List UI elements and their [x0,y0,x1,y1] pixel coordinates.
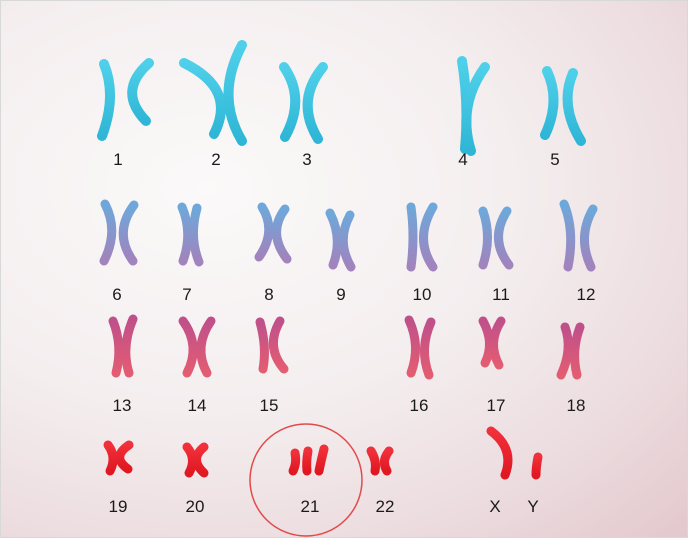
label-5: 5 [550,150,559,169]
label-8: 8 [264,285,273,304]
label-1: 1 [113,150,122,169]
chromosome-2 [184,45,242,141]
label-13: 13 [113,396,132,415]
label-3: 3 [302,150,311,169]
chromosome-19 [108,445,129,471]
label-4: 4 [458,150,467,169]
label-18: 18 [567,396,586,415]
label-15: 15 [260,396,279,415]
label-16: 16 [410,396,429,415]
label-10: 10 [413,285,432,304]
label-22: 22 [376,497,395,516]
chromosome-7 [182,207,199,262]
chromosome-8 [259,207,287,259]
chromosome-12 [564,204,593,267]
chromosome-9 [330,213,351,267]
chromosome-18 [561,327,580,375]
label-6: 6 [112,285,121,304]
chromosome-y [536,457,538,475]
chromosome-10 [411,207,433,267]
label-12: 12 [577,285,596,304]
chromosome-1 [102,63,149,136]
label-x: X [489,497,500,516]
chromosome-21 [293,449,324,471]
chromosome-15 [260,321,284,369]
chromosome-13 [113,319,133,373]
chromosome-16 [409,320,431,375]
label-14: 14 [188,396,207,415]
trisomy-highlight-circle [250,424,362,536]
chromosome-6 [104,204,134,261]
label-7: 7 [182,285,191,304]
chromosome-11 [483,211,509,265]
chromosome-20 [187,447,204,473]
label-21: 21 [301,497,320,516]
chromosome-x [491,431,508,475]
label-y: Y [527,497,538,516]
label-17: 17 [487,396,506,415]
label-9: 9 [336,285,345,304]
chromosome-17 [483,321,501,365]
chromosome-3 [284,67,323,139]
label-11: 11 [492,285,510,304]
chromosome-4 [462,61,485,151]
chromosome-22 [371,451,389,471]
chromosome-5 [545,71,581,141]
chromosome-14 [183,321,211,373]
label-2: 2 [211,150,220,169]
label-20: 20 [186,497,205,516]
label-19: 19 [109,497,128,516]
